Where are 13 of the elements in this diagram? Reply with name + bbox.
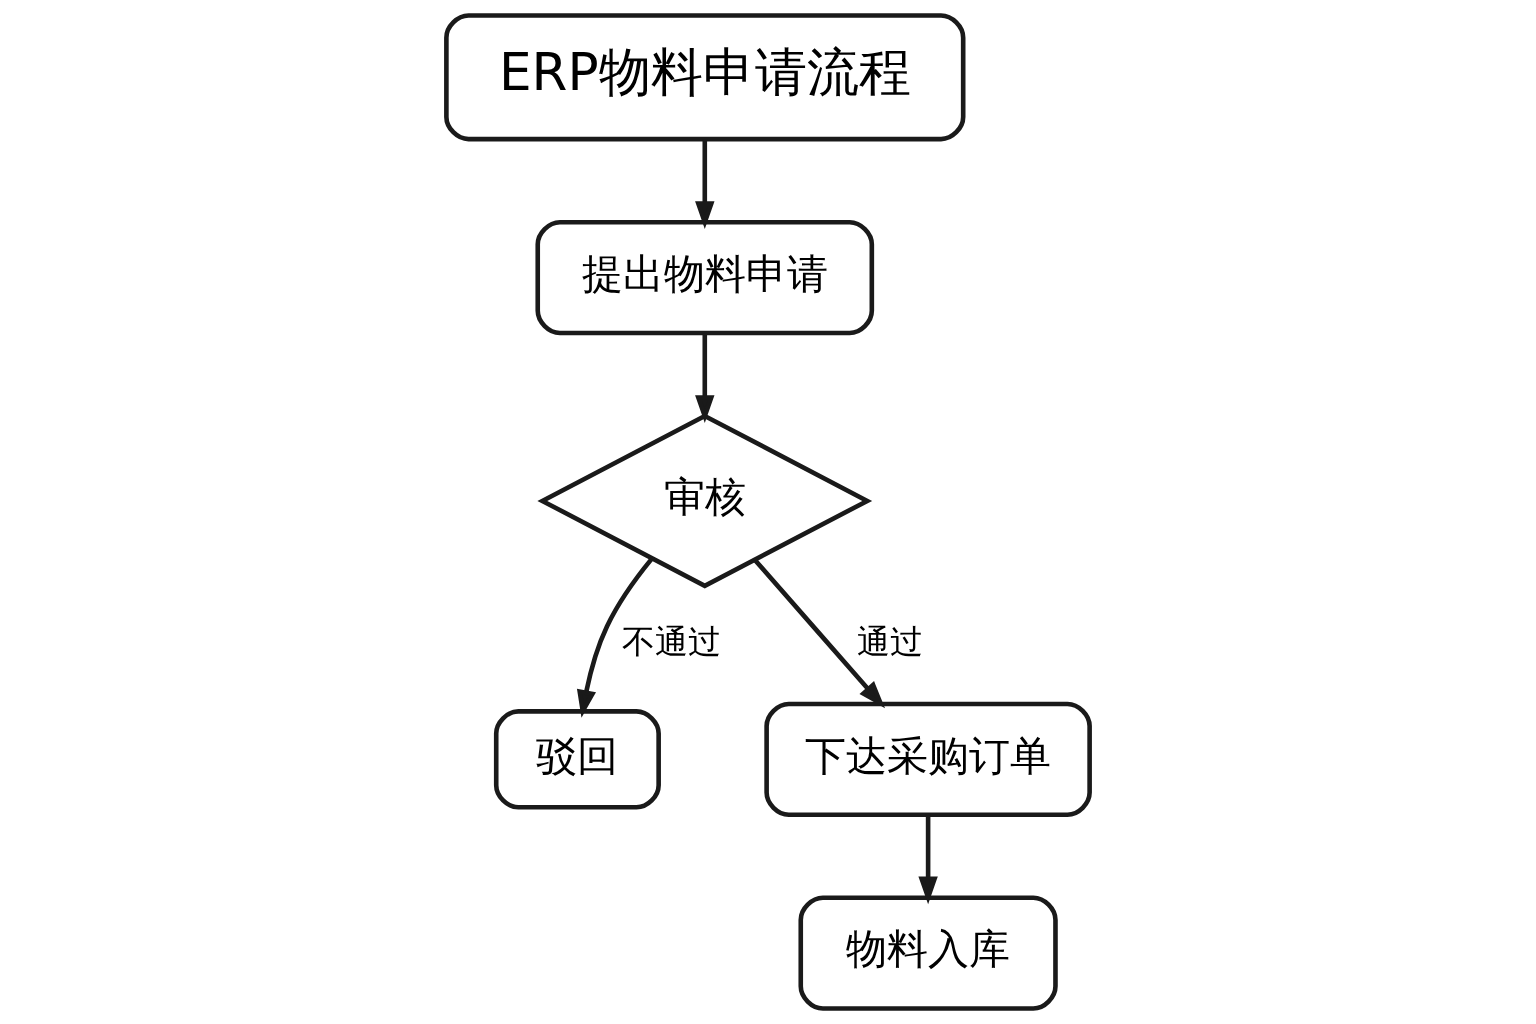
arrow [576,557,654,718]
arrow [918,815,938,905]
node-box: 提出物料申请 [535,219,875,336]
node-box: ERP物料申请流程 [444,13,966,142]
node-diamond: 审核 [537,413,873,589]
arrow [695,139,715,230]
edge-label: 不通过 [622,622,722,662]
node-box: 物料入库 [798,895,1058,1011]
edge-label: 通过 [856,622,923,662]
arrow [695,333,715,423]
node-box: 下达采购订单 [764,701,1092,817]
node-box: 驳回 [493,709,661,810]
arrow [753,558,886,709]
